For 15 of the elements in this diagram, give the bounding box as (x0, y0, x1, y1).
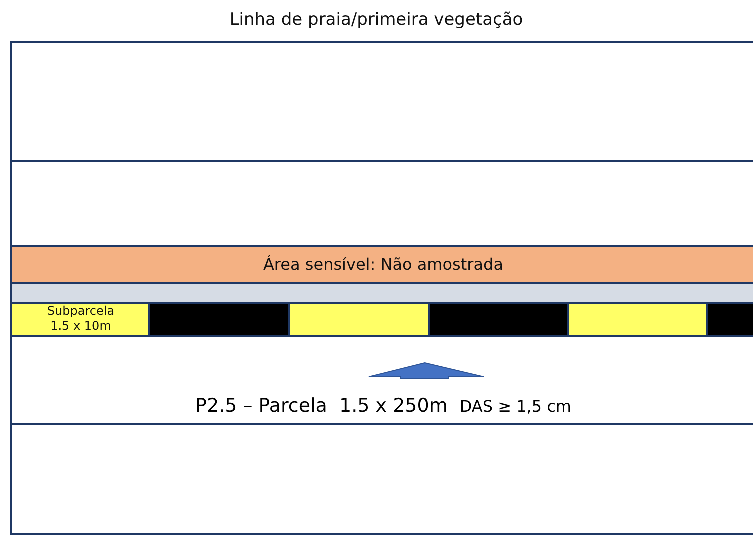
subplot-cell (567, 302, 708, 337)
cell-label: Subparcela 1.5 x 10m (46, 304, 116, 334)
band-label: Área sensível: Não amostrada (262, 255, 505, 274)
title: Linha de praia/primeira vegetação (228, 10, 524, 30)
plot-band (10, 245, 753, 284)
plot-band (10, 282, 753, 304)
subplot-cell (148, 302, 290, 337)
criterion-label: DAS ≥ 1,5 cm (460, 397, 572, 416)
subplot-cell (10, 302, 150, 337)
plot-band (10, 423, 753, 535)
subplot-cell (428, 302, 569, 337)
subplot-cell (706, 302, 753, 337)
plot-label: P2.5 – Parcela 1.5 x 250m (196, 395, 448, 417)
subplot-cell (288, 302, 430, 337)
plot-band (10, 41, 753, 162)
